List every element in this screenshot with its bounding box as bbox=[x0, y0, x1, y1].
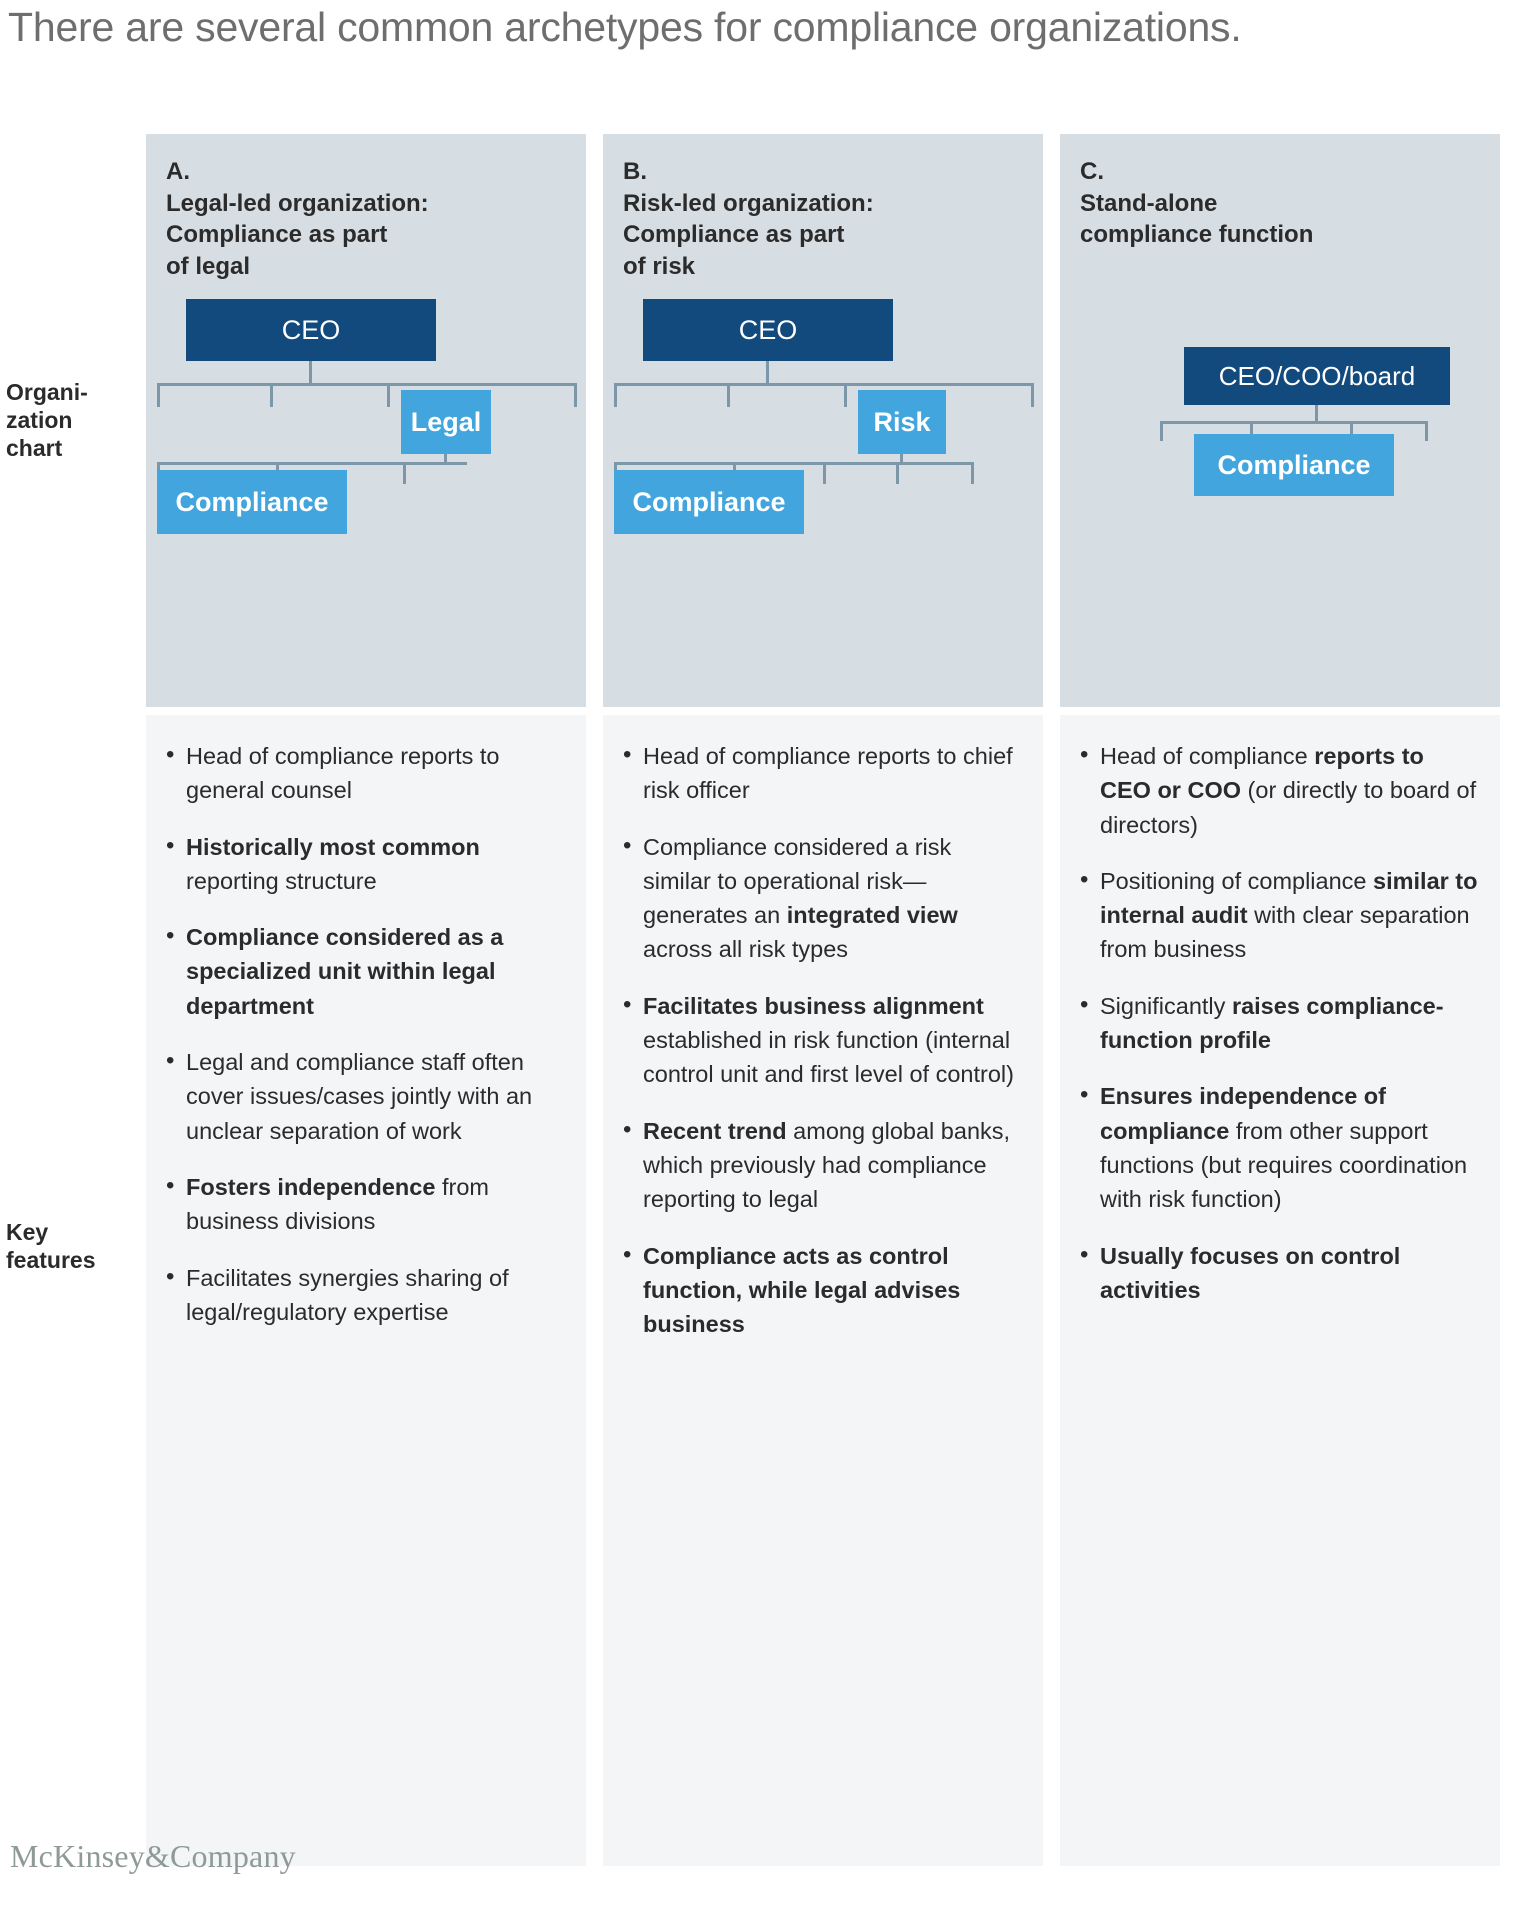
feature-item: Compliance considered as a specialized u… bbox=[164, 918, 566, 1023]
org-node-risk-b: Risk bbox=[858, 390, 946, 454]
feature-text: (or directly to board of directors) bbox=[1100, 777, 1477, 838]
feature-text-bold: Compliance acts as control function, whi… bbox=[643, 1242, 961, 1338]
feature-text: Compliance considered a risk similar to … bbox=[643, 833, 952, 929]
feature-text-bold: Ensures independence of compliance bbox=[1100, 1083, 1386, 1144]
feature-list-c: Head of compliance reports to CEO or COO… bbox=[1078, 737, 1480, 1308]
feature-item: Positioning of compliance similar to int… bbox=[1078, 862, 1480, 967]
org-chart-panel-b: B. Risk-led organization: Compliance as … bbox=[603, 134, 1043, 707]
feature-text: established in risk function (internal c… bbox=[643, 1027, 1014, 1088]
column-a-heading: Legal-led organization: Compliance as pa… bbox=[166, 189, 429, 281]
feature-text-bold: Historically most common bbox=[186, 833, 480, 860]
feature-item: Recent trend among global banks, which p… bbox=[621, 1112, 1023, 1217]
org-node-compliance-c: Compliance bbox=[1194, 434, 1394, 496]
feature-text-bold: Facilitates business alignment bbox=[643, 992, 984, 1019]
row-label-key-features: Key features bbox=[6, 1219, 96, 1274]
org-chart-panel-c: C. Stand-alone compliance function CEO/C… bbox=[1060, 134, 1500, 707]
column-a-letter: A. bbox=[166, 158, 190, 185]
column-c-heading: Stand-alone compliance function bbox=[1080, 189, 1314, 249]
org-chart-b: CEO Risk Compliance bbox=[603, 134, 1043, 707]
feature-item: Facilitates synergies sharing of legal/r… bbox=[164, 1259, 566, 1330]
feature-item: Usually focuses on control activities bbox=[1078, 1237, 1480, 1308]
feature-text: from business divisions bbox=[186, 1173, 489, 1235]
column-c-letter: C. bbox=[1080, 158, 1104, 185]
feature-text-bold: Fosters independence bbox=[186, 1173, 436, 1200]
column-b: B. Risk-led organization: Compliance as … bbox=[603, 134, 1043, 1866]
feature-text: Legal and compliance staff often cover i… bbox=[186, 1049, 533, 1144]
column-c: C. Stand-alone compliance function CEO/C… bbox=[1060, 134, 1500, 1866]
feature-item: Compliance considered a risk similar to … bbox=[621, 828, 1023, 967]
row-label-organization-chart: Organi- zation chart bbox=[6, 379, 88, 462]
feature-item: Fosters independence from business divis… bbox=[164, 1168, 566, 1239]
org-node-ceo-coo-board-c: CEO/COO/board bbox=[1184, 347, 1450, 405]
feature-text-bold: Recent trend bbox=[643, 1117, 787, 1144]
feature-item: Significantly raises compliance-function… bbox=[1078, 987, 1480, 1058]
org-chart-a: CEO Legal bbox=[146, 134, 586, 707]
org-node-ceo-b: CEO bbox=[643, 299, 893, 361]
feature-text: Significantly bbox=[1100, 992, 1232, 1019]
column-a: A. Legal-led organization: Compliance as… bbox=[146, 134, 586, 1866]
feature-text-bold: raises compliance-function profile bbox=[1100, 992, 1444, 1054]
feature-item: Head of compliance reports to general co… bbox=[164, 737, 566, 808]
feature-text: Facilitates synergies sharing of legal/r… bbox=[186, 1264, 509, 1325]
feature-list-b: Head of compliance reports to chief risk… bbox=[621, 737, 1023, 1342]
feature-text: Head of compliance bbox=[1100, 743, 1315, 769]
column-b-letter: B. bbox=[623, 158, 647, 185]
feature-text-bold: integrated view bbox=[786, 902, 958, 929]
feature-text-bold: Usually focuses on control activities bbox=[1100, 1242, 1401, 1303]
feature-item: Legal and compliance staff often cover i… bbox=[164, 1043, 566, 1148]
org-node-ceo-a: CEO bbox=[186, 299, 436, 361]
feature-text-bold: similar to internal audit bbox=[1100, 867, 1478, 929]
feature-item: Ensures independence of compliance from … bbox=[1078, 1077, 1480, 1216]
feature-text: among global banks, which previously had… bbox=[643, 1117, 1011, 1213]
feature-item: Head of compliance reports to chief risk… bbox=[621, 737, 1023, 808]
feature-item: Compliance acts as control function, whi… bbox=[621, 1237, 1023, 1342]
org-chart-c: CEO/COO/board Compliance bbox=[1060, 134, 1500, 707]
org-chart-panel-a: A. Legal-led organization: Compliance as… bbox=[146, 134, 586, 707]
feature-text: Head of compliance reports to general co… bbox=[186, 743, 500, 804]
feature-text-bold: Compliance considered as a specialized u… bbox=[186, 924, 504, 1019]
org-node-compliance-a: Compliance bbox=[157, 470, 347, 534]
feature-item: Historically most common reporting struc… bbox=[164, 828, 566, 899]
org-node-legal-a: Legal bbox=[401, 390, 491, 454]
feature-item: Head of compliance reports to CEO or COO… bbox=[1078, 737, 1480, 842]
mckinsey-logo: McKinsey&Company bbox=[10, 1838, 296, 1874]
key-features-panel-b: Head of compliance reports to chief risk… bbox=[603, 715, 1043, 1866]
feature-text: with clear separation from business bbox=[1100, 902, 1470, 963]
feature-item: Facilitates business alignment establish… bbox=[621, 987, 1023, 1092]
feature-text: reporting structure bbox=[186, 867, 377, 894]
feature-text: Positioning of compliance bbox=[1100, 867, 1374, 894]
key-features-panel-a: Head of compliance reports to general co… bbox=[146, 715, 586, 1866]
column-b-heading: Risk-led organization: Compliance as par… bbox=[623, 189, 874, 281]
feature-text: Head of compliance reports to chief risk… bbox=[643, 743, 1013, 804]
feature-text: across all risk types bbox=[643, 936, 849, 963]
feature-text-bold: reports to CEO or COO bbox=[1100, 743, 1424, 804]
page-title: There are several common archetypes for … bbox=[8, 4, 1242, 50]
feature-text: from other support functions (but requir… bbox=[1100, 1117, 1468, 1213]
org-node-compliance-b: Compliance bbox=[614, 470, 804, 534]
key-features-panel-c: Head of compliance reports to CEO or COO… bbox=[1060, 715, 1500, 1866]
feature-list-a: Head of compliance reports to general co… bbox=[164, 737, 566, 1330]
